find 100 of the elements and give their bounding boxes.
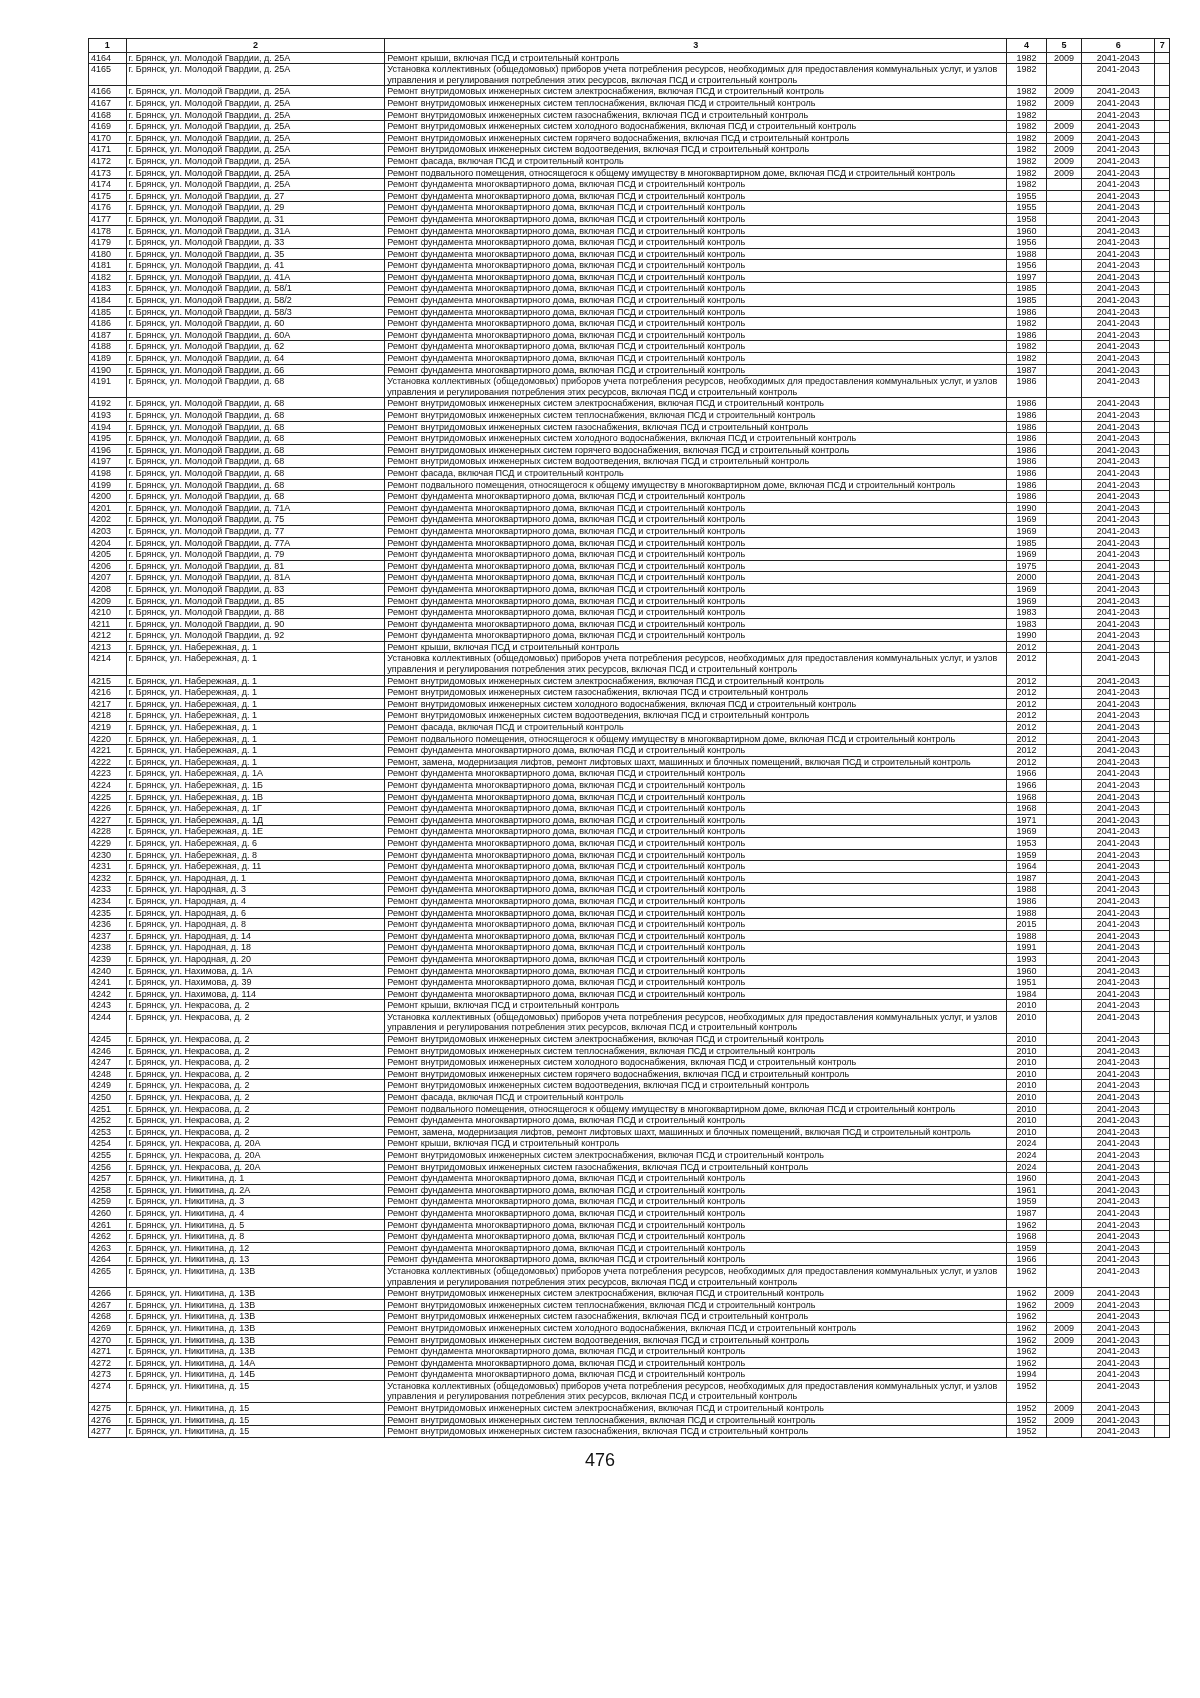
year-value: 2012 <box>1006 744 1047 757</box>
period-value: 2041-2043 <box>1081 1207 1155 1220</box>
year-value: 1982 <box>1006 352 1047 365</box>
work-description: Ремонт фундамента многоквартирного дома, включая ПСД и строительный контроль <box>384 825 1007 838</box>
year-value: 2012 <box>1006 756 1047 768</box>
address-text: г. Брянск, ул. Никитина, д. 5 <box>126 1219 385 1231</box>
address-text: г. Брянск, ул. Молодой Гвардии, д. 68 <box>126 432 385 445</box>
address-text: г. Брянск, ул. Некрасова, д. 2 <box>126 1114 385 1127</box>
work-description: Ремонт фундамента многоквартирного дома, включая ПСД и строительный контроль <box>384 560 1007 572</box>
year-value: 2010 <box>1006 1011 1047 1034</box>
row-number: 4266 <box>88 1287 127 1300</box>
year-value: 2010 <box>1006 1045 1047 1057</box>
row-number: 4228 <box>88 825 127 838</box>
row-number: 4263 <box>88 1242 127 1254</box>
year-value: 1982 <box>1006 178 1047 191</box>
row-number: 4170 <box>88 132 127 144</box>
address-text: г. Брянск, ул. Никитина, д. 13В <box>126 1265 385 1288</box>
work-description: Ремонт фундамента многоквартирного дома, включая ПСД и строительный контроль <box>384 1114 1007 1127</box>
address-text: г. Брянск, ул. Молодой Гвардии, д. 68 <box>126 421 385 433</box>
year-value: 2010 <box>1006 999 1047 1012</box>
period-value: 2041-2043 <box>1081 271 1155 283</box>
period-value: 2041-2043 <box>1081 248 1155 260</box>
period-value: 2041-2043 <box>1081 941 1155 954</box>
period-value: 2041-2043 <box>1081 317 1155 330</box>
address-text: г. Брянск, ул. Набережная, д. 1 <box>126 709 385 722</box>
work-description: Ремонт фундамента многоквартирного дома, включая ПСД и строительный контроль <box>384 767 1007 780</box>
work-description: Ремонт фундамента многоквартирного дома, включая ПСД и строительный контроль <box>384 814 1007 826</box>
row-number: 4192 <box>88 397 127 410</box>
period-value: 2041-2043 <box>1081 364 1155 376</box>
period-value: 2041-2043 <box>1081 1425 1155 1438</box>
period-value: 2041-2043 <box>1081 190 1155 202</box>
period-value: 2041-2043 <box>1081 1045 1155 1057</box>
address-text: г. Брянск, ул. Некрасова, д. 20А <box>126 1149 385 1162</box>
column-header: 5 <box>1046 38 1082 53</box>
work-description: Ремонт фундамента многоквартирного дома, включая ПСД и строительный контроль <box>384 1230 1007 1243</box>
year-value: 1986 <box>1006 455 1047 468</box>
period-value: 2041-2043 <box>1081 1334 1155 1346</box>
work-description: Ремонт внутридомовых инженерных систем горячего водоснабжения, включая ПСД и строительный контроль <box>384 444 1007 456</box>
period-value: 2041-2043 <box>1081 1253 1155 1266</box>
row-number: 4237 <box>88 930 127 942</box>
address-text: г. Брянск, ул. Молодой Гвардии, д. 62 <box>126 340 385 353</box>
period-value: 2041-2043 <box>1081 178 1155 191</box>
year-value: 1982 <box>1006 120 1047 133</box>
work-description: Установка коллективных (общедомовых) приборов учета потребления ресурсов, необходимых для предоставления коммунальных услуг, и узлов управления и регулирования потребления этих ресурсов, включая ПСД и строительный контроль <box>384 1011 1007 1034</box>
address-text: г. Брянск, ул. Никитина, д. 13 <box>126 1253 385 1266</box>
work-description: Ремонт фундамента многоквартирного дома, включая ПСД и строительный контроль <box>384 502 1007 514</box>
period-value: 2041-2043 <box>1081 1114 1155 1127</box>
row-number: 4251 <box>88 1103 127 1115</box>
row-number: 4176 <box>88 201 127 214</box>
year-value: 1968 <box>1006 802 1047 815</box>
row-number: 4276 <box>88 1414 127 1426</box>
row-number: 4197 <box>88 455 127 468</box>
period-value: 2041-2043 <box>1081 733 1155 745</box>
year-value: 1962 <box>1006 1310 1047 1323</box>
column-header: 1 <box>88 38 127 53</box>
period-value: 2041-2043 <box>1081 502 1155 514</box>
period-value: 2041-2043 <box>1081 85 1155 98</box>
year-value: 1982 <box>1006 167 1047 179</box>
year-value: 1952 <box>1006 1425 1047 1438</box>
address-text: г. Брянск, ул. Молодой Гвардии, д. 81А <box>126 571 385 584</box>
year-value: 1986 <box>1006 329 1047 341</box>
row-number: 4233 <box>88 883 127 896</box>
year-value: 1982 <box>1006 340 1047 353</box>
address-text: г. Брянск, ул. Набережная, д. 1Б <box>126 779 385 792</box>
address-text: г. Брянск, ул. Никитина, д. 13В <box>126 1322 385 1334</box>
address-text: г. Брянск, ул. Молодой Гвардии, д. 75 <box>126 513 385 526</box>
row-number: 4180 <box>88 248 127 260</box>
period-value: 2041-2043 <box>1081 479 1155 491</box>
period-value: 2041-2043 <box>1081 1230 1155 1243</box>
address-text: г. Брянск, ул. Молодой Гвардии, д. 77А <box>126 537 385 549</box>
work-description: Ремонт подвального помещения, относящегося к общему имуществу в многоквартирном доме, включая ПСД и строительный контроль <box>384 167 1007 179</box>
row-number: 4201 <box>88 502 127 514</box>
row-number: 4224 <box>88 779 127 792</box>
address-text: г. Брянск, ул. Молодой Гвардии, д. 58/1 <box>126 282 385 295</box>
address-text: г. Брянск, ул. Молодой Гвардии, д. 79 <box>126 548 385 561</box>
work-description: Ремонт фундамента многоквартирного дома, включая ПСД и строительный контроль <box>384 595 1007 607</box>
address-text: г. Брянск, ул. Молодой Гвардии, д. 77 <box>126 525 385 538</box>
work-description: Ремонт фундамента многоквартирного дома, включая ПСД и строительный контроль <box>384 294 1007 307</box>
period-value: 2041-2043 <box>1081 767 1155 780</box>
address-text: г. Брянск, ул. Никитина, д. 13В <box>126 1334 385 1346</box>
year-value: 2009 <box>1046 132 1082 144</box>
period-value: 2041-2043 <box>1081 1414 1155 1426</box>
row-number: 4208 <box>88 583 127 595</box>
period-value: 2041-2043 <box>1081 236 1155 249</box>
year-value: 1987 <box>1006 1207 1047 1220</box>
address-text: г. Брянск, ул. Некрасова, д. 2 <box>126 1091 385 1104</box>
address-text: г. Брянск, ул. Молодой Гвардии, д. 68 <box>126 409 385 422</box>
period-value: 2041-2043 <box>1081 1322 1155 1334</box>
row-number: 4260 <box>88 1207 127 1220</box>
address-text: г. Брянск, ул. Молодой Гвардии, д. 41 <box>126 259 385 272</box>
work-description: Установка коллективных (общедомовых) приборов учета потребления ресурсов, необходимых для предоставления коммунальных услуг, и узлов управления и регулирования потребления этих ресурсов, включая ПСД и строительный контроль <box>384 1380 1007 1403</box>
address-text: г. Брянск, ул. Молодой Гвардии, д. 68 <box>126 375 385 398</box>
year-value: 1962 <box>1006 1299 1047 1311</box>
period-value: 2041-2043 <box>1081 1184 1155 1196</box>
period-value: 2041-2043 <box>1081 513 1155 526</box>
address-text: г. Брянск, ул. Молодой Гвардии, д. 25А <box>126 143 385 156</box>
period-value: 2041-2043 <box>1081 930 1155 942</box>
year-value: 1962 <box>1006 1219 1047 1231</box>
address-text: г. Брянск, ул. Некрасова, д. 2 <box>126 1056 385 1069</box>
period-value: 2041-2043 <box>1081 201 1155 214</box>
